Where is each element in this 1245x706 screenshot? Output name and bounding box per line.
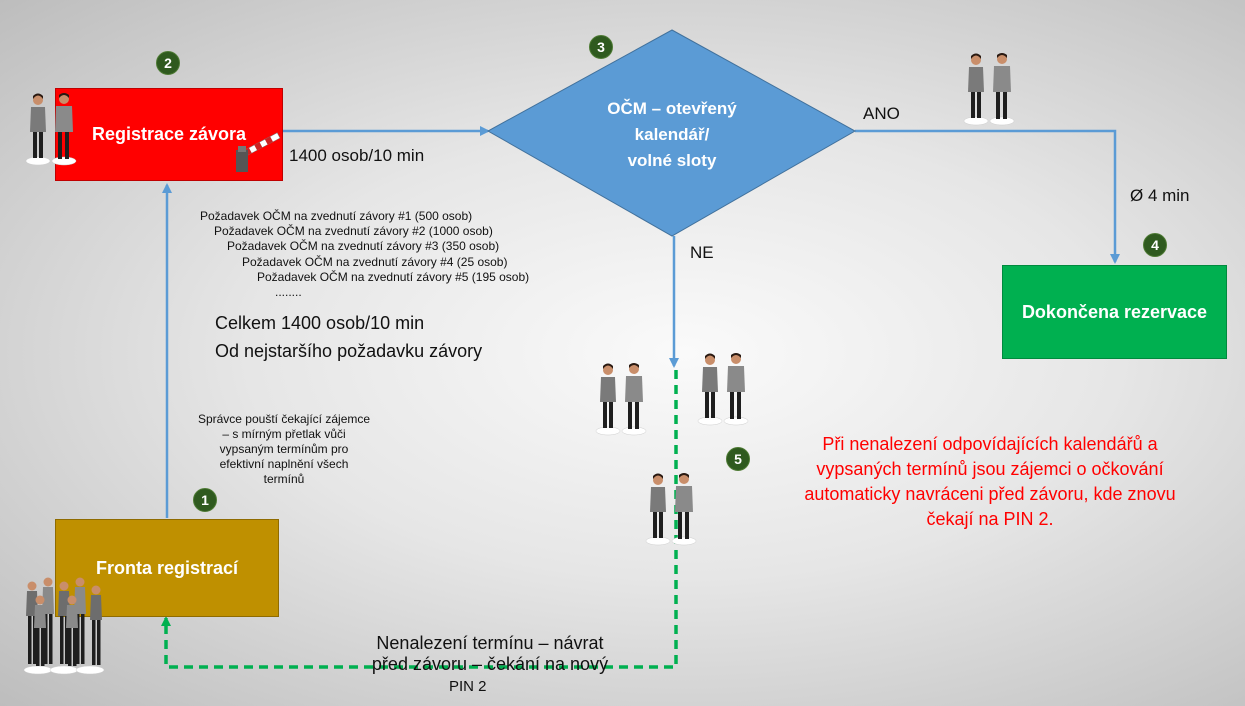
admin-note-line-2: – s mírným přetlak vůči (222, 427, 346, 441)
badge-return: 5 (726, 447, 750, 471)
queue-label: Fronta registrací (95, 557, 239, 578)
return-path-line-2: před závoru – čekání na nový (371, 654, 609, 674)
warning-line-1: Při nenalezení odpovídajících kalendářů … (822, 434, 1158, 454)
warning-text: Při nenalezení odpovídajících kalendářů … (745, 432, 1235, 532)
people-pair-icon (595, 363, 647, 436)
decision-line-3: volné sloty (627, 151, 717, 170)
return-path-dashed (161, 370, 678, 669)
arrow-decision-yes-to-done (855, 129, 1120, 264)
requests-ellipsis: ........ (275, 285, 302, 299)
decision-label: OČM – otevřený kalendář/ volné sloty (572, 96, 772, 174)
admin-note-line-3: vypsaným termínům pro (219, 442, 349, 456)
done-box: Dokončena rezervace (1002, 265, 1227, 359)
admin-note-line-5: termínů (263, 472, 305, 486)
oldest-label: Od nejstaršího požadavku závory (215, 341, 483, 361)
request-1: Požadavek OČM na zvednutí závory #1 (500… (200, 209, 473, 223)
warning-line-4: čekají na PIN 2. (926, 509, 1054, 529)
admin-note: Správce pouští čekající zájemce – s mírn… (178, 412, 390, 487)
decision-line-2: kalendář/ (634, 125, 710, 144)
badge-done: 4 (1143, 233, 1167, 257)
badge-queue: 1 (193, 488, 217, 512)
warning-line-2: vypsaných termínů jsou zájemci o očkován… (816, 459, 1164, 479)
decision-diamond (486, 29, 857, 237)
badge-registration: 2 (156, 51, 180, 75)
people-pair-icon (963, 53, 1015, 126)
no-label: NE (690, 243, 714, 262)
request-5: Požadavek OČM na zvednutí závory #5 (195… (257, 270, 530, 284)
yes-label: ANO (863, 104, 900, 123)
badge-decision: 3 (589, 35, 613, 59)
warning-line-3: automaticky navráceni před závoru, kde z… (804, 484, 1176, 504)
people-pair-icon (25, 93, 77, 166)
return-path-label: Nenalezení termínu – návrat před závoru … (310, 633, 670, 675)
return-path-pin: PIN 2 (449, 678, 487, 695)
request-4: Požadavek OČM na zvednutí závory #4 (25 … (242, 255, 508, 269)
admin-note-line-4: efektivní naplnění všech (219, 457, 349, 471)
registration-barrier-label: Registrace závora (91, 124, 247, 144)
barrier-gate-icon (236, 132, 281, 172)
request-2: Požadavek OČM na zvednutí závory #2 (100… (214, 224, 493, 238)
done-label: Dokončena rezervace (1021, 301, 1208, 322)
request-3: Požadavek OČM na zvednutí závory #3 (350… (227, 239, 500, 253)
people-pair-icon (697, 353, 749, 426)
people-crowd-icon (23, 577, 105, 675)
admin-note-line-1: Správce pouští čekající zájemce (197, 412, 371, 426)
rate-label: 1400 osob/10 min (289, 146, 425, 165)
decision-line-1: OČM – otevřený (607, 99, 737, 118)
duration-label: Ø 4 min (1130, 186, 1190, 205)
people-pair-icon (645, 473, 697, 546)
return-path-line-1: Nenalezení termínu – návrat (376, 633, 604, 653)
total-label: Celkem 1400 osob/10 min (215, 313, 425, 333)
